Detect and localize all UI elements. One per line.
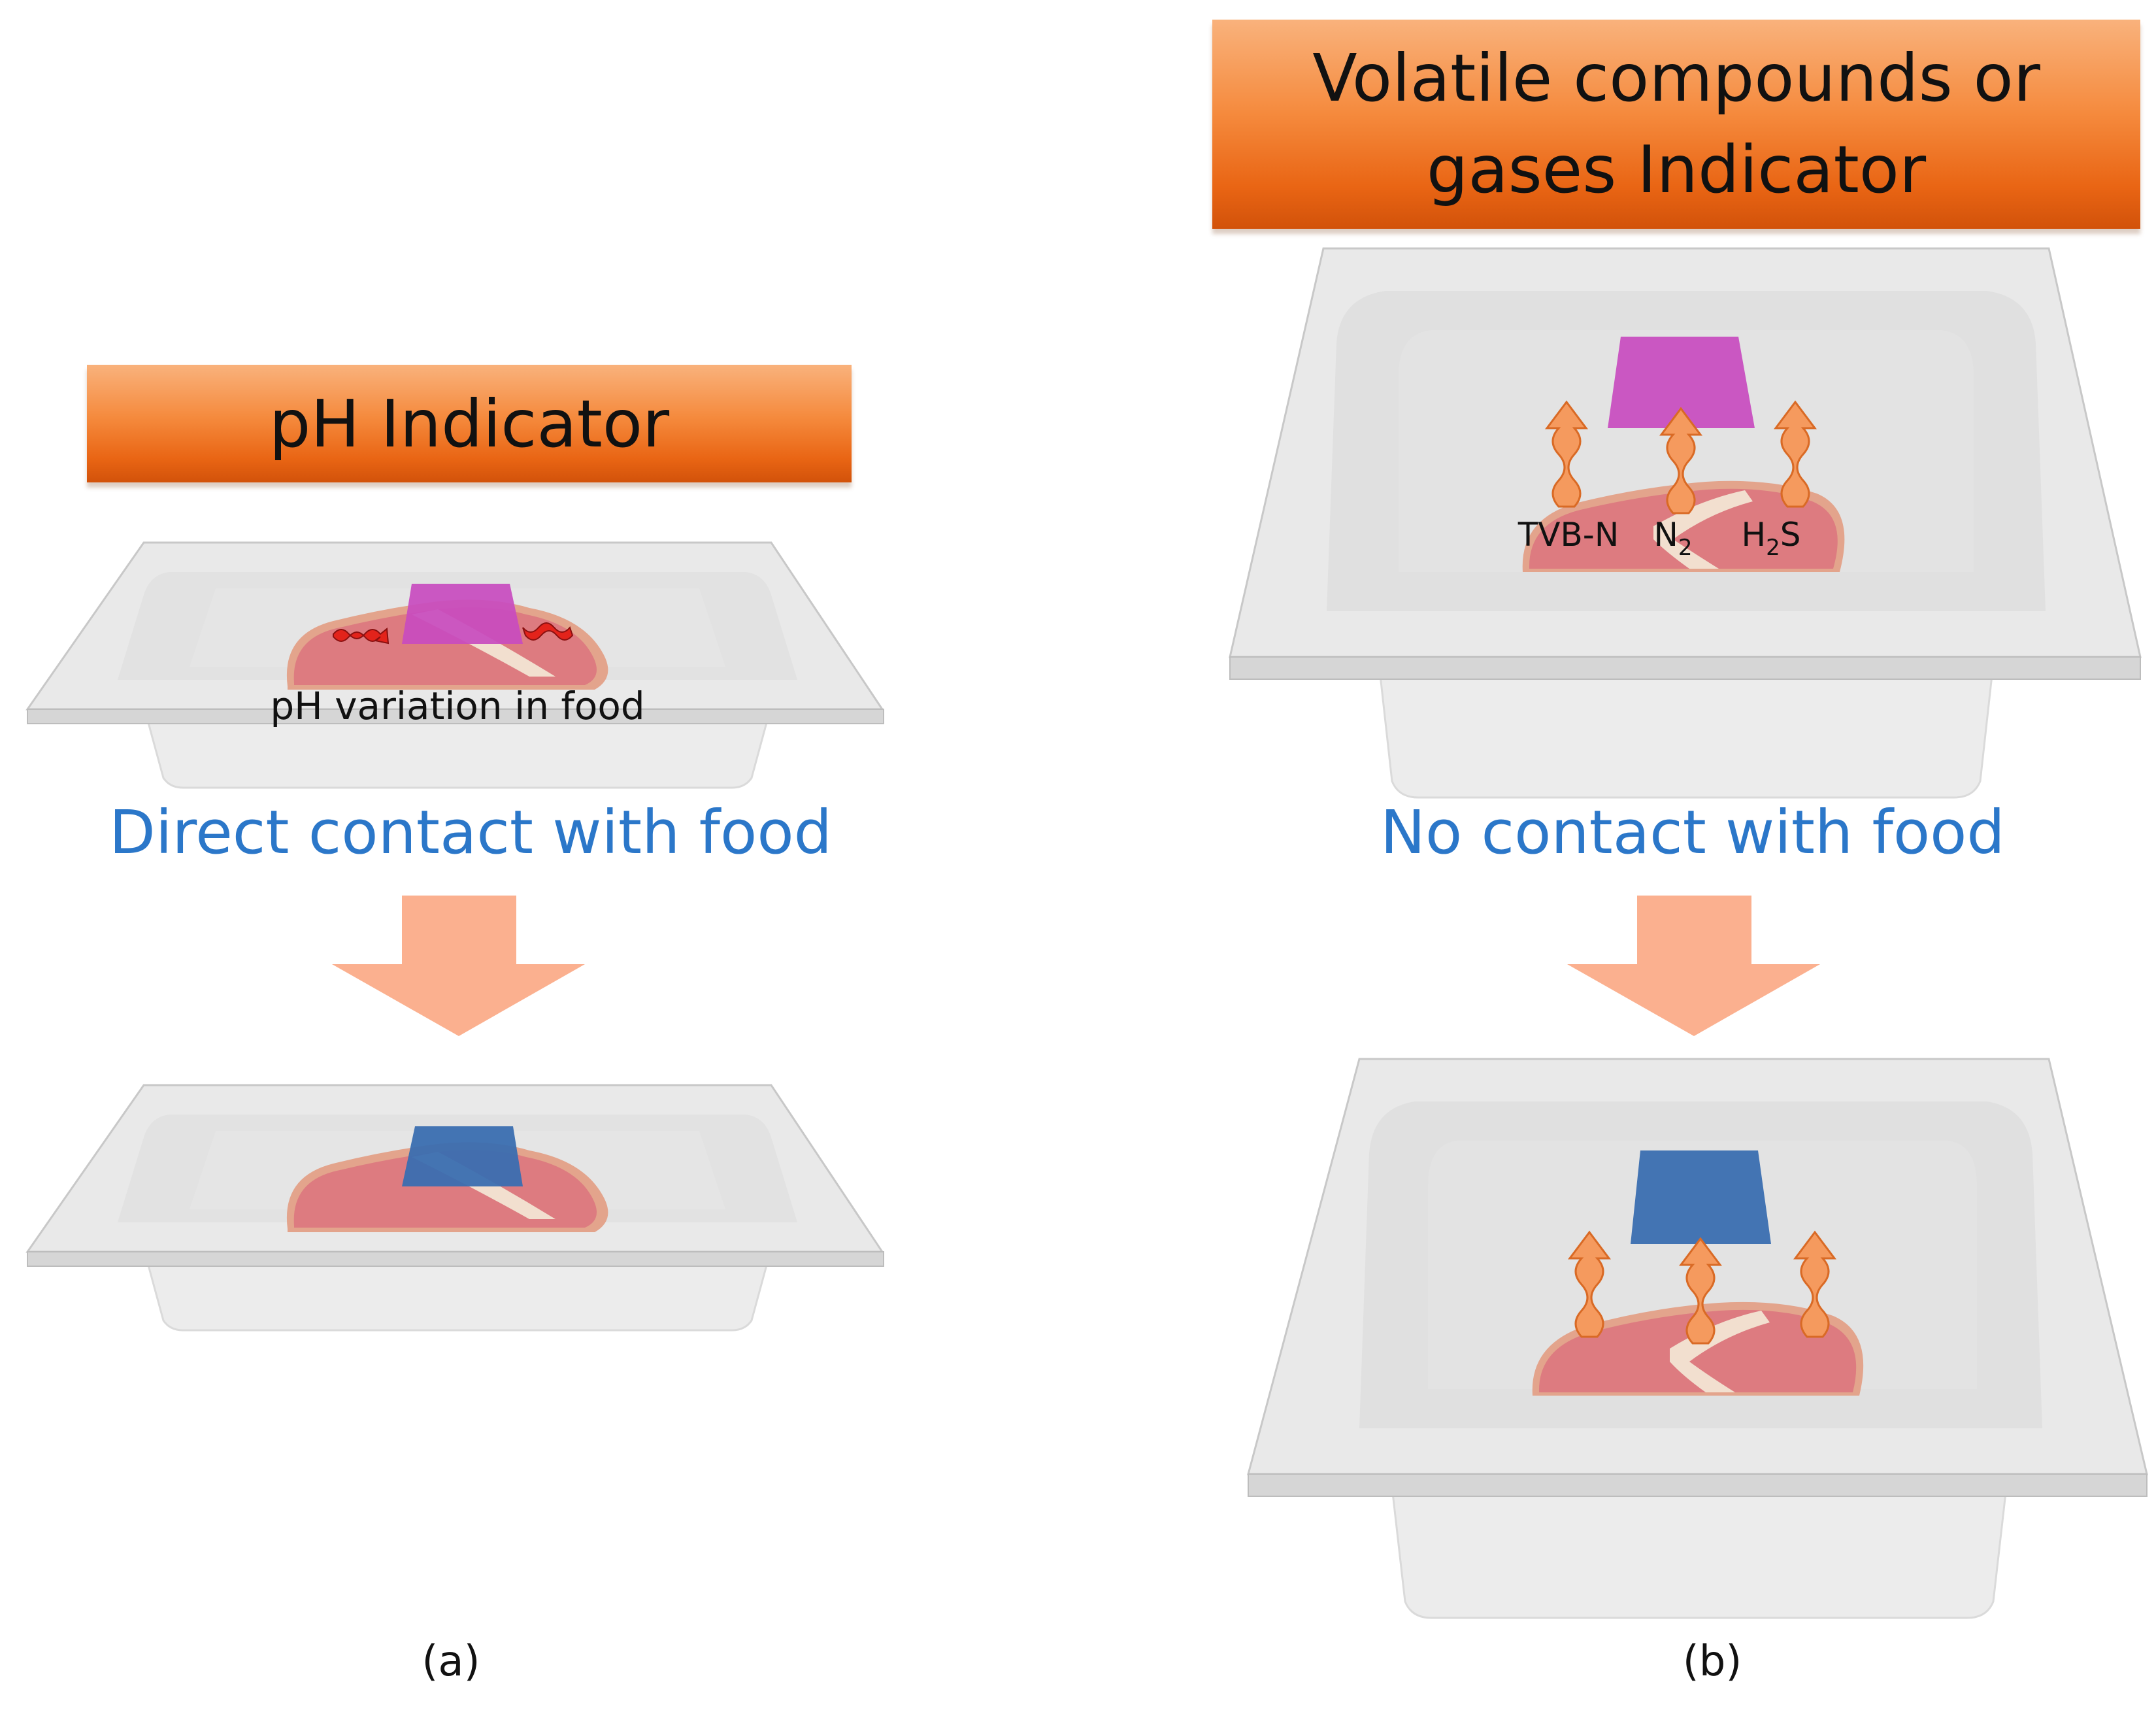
gas-arrow-icon-right xyxy=(1774,400,1817,508)
gas-label-tvbn: TVB-N xyxy=(1517,516,1619,554)
panel-b-tray-after xyxy=(1247,1058,2148,1619)
panel-a-caption: Direct contact with food xyxy=(108,797,833,867)
panel-a-tray-before: pH variation in food xyxy=(25,541,884,789)
gas-arrow-icon-right xyxy=(1793,1230,1836,1338)
ph-indicator-banner: pH Indicator xyxy=(87,365,852,482)
meat-steak xyxy=(1522,480,1845,572)
ph-variation-label: pH variation in food xyxy=(270,684,644,728)
gas-label-h2s: H2S xyxy=(1742,516,1801,561)
panel-a-label: (a) xyxy=(422,1637,480,1686)
gas-label-n2: N2 xyxy=(1653,516,1692,561)
ph-indicator-strip-after xyxy=(402,1126,523,1186)
volatile-indicator-strip-after xyxy=(1631,1150,1771,1244)
panel-a-down-arrow xyxy=(332,896,585,1036)
gas-arrow-icon-center xyxy=(1659,407,1702,514)
panel-b-tray-before: TVB-N N2 H2S xyxy=(1229,247,2142,799)
volatile-indicator-title-line1: Volatile compounds or xyxy=(1312,40,2040,116)
gas-arrow-icon-left xyxy=(1568,1230,1611,1338)
gas-arrow-icon-center xyxy=(1679,1237,1722,1345)
volatile-indicator-strip-before xyxy=(1608,337,1755,428)
ph-indicator-strip-before xyxy=(402,584,523,644)
gas-arrow-icon-left xyxy=(1545,400,1588,508)
panel-b-down-arrow xyxy=(1567,896,1820,1036)
ph-wave-icon-left xyxy=(333,628,390,645)
panel-b-label: (b) xyxy=(1682,1637,1742,1686)
volatile-indicator-banner: Volatile compounds or gases Indicator xyxy=(1212,20,2140,229)
panel-a-tray-after xyxy=(25,1084,884,1332)
panel-b-caption: No contact with food xyxy=(1380,797,2005,867)
meat-steak xyxy=(1532,1301,1864,1396)
ph-indicator-title: pH Indicator xyxy=(269,385,670,462)
ph-wave-icon-right xyxy=(522,622,574,641)
volatile-indicator-title-line2: gases Indicator xyxy=(1426,131,1927,208)
